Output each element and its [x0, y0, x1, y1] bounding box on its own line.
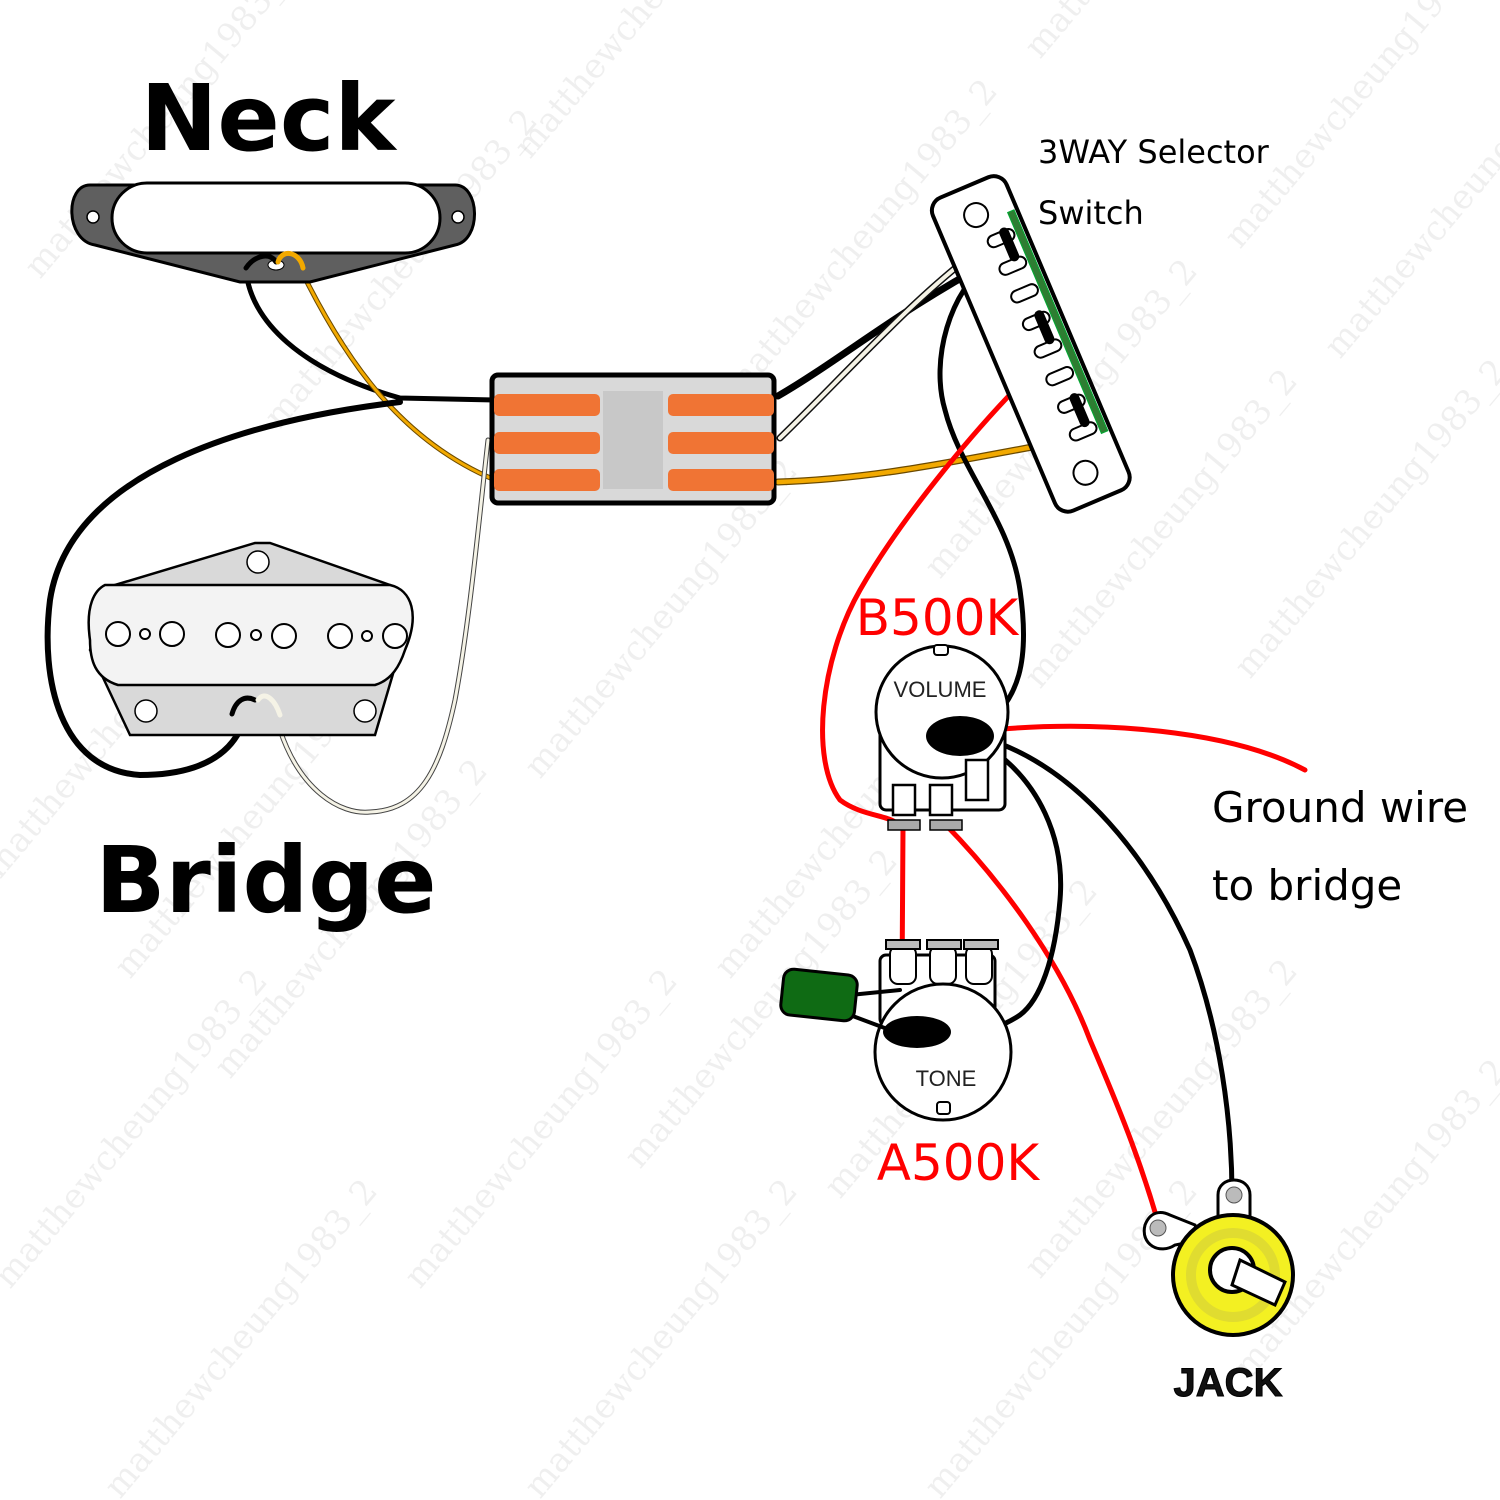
pot-notch — [936, 1101, 951, 1115]
jack-lug-hole — [1225, 1186, 1243, 1204]
output-jack[interactable]: JACK — [1142, 1178, 1295, 1406]
lever — [668, 469, 774, 491]
selector-label-line2: Switch — [1038, 194, 1144, 232]
mount-hole — [86, 210, 100, 224]
capacitor-body — [779, 967, 859, 1023]
mount-hole — [246, 550, 270, 574]
watermark: matthewcheung1983_2 — [1016, 0, 1306, 66]
bridge-lead-white — [255, 693, 283, 718]
lever-connector[interactable] — [489, 372, 777, 506]
mount-hole — [963, 202, 990, 229]
capacitor — [779, 967, 902, 1032]
mount-hole — [134, 699, 158, 723]
lever — [668, 432, 774, 454]
pot-dial — [874, 644, 1010, 780]
lever — [668, 394, 774, 416]
neck-lead-yellow — [275, 251, 306, 271]
wires — [44, 236, 1308, 1225]
switch-contact — [1069, 393, 1090, 428]
ground-wire-to-bridge — [987, 723, 1308, 773]
neck-label: Neck — [140, 65, 397, 172]
watermark: matthewcheung1983_2 — [0, 962, 276, 1296]
watermark: matthewcheung1983_2 — [506, 0, 796, 166]
neck-pickup[interactable] — [70, 181, 476, 284]
solder-blob — [926, 716, 994, 756]
jack-label: JACK — [1174, 1361, 1283, 1405]
selector-switch[interactable] — [928, 172, 1134, 516]
neck-hot-wire — [298, 266, 497, 482]
pot-lugs — [891, 758, 990, 817]
pot-notch — [933, 644, 949, 656]
tone-pot-label: TONE — [916, 1066, 977, 1091]
tone-pot[interactable]: TONE — [779, 939, 1013, 1122]
switch-contact — [1034, 310, 1055, 345]
solder-blob — [883, 1016, 951, 1048]
volume-pot[interactable]: VOLUME — [874, 644, 1010, 831]
volume-pot-label: VOLUME — [894, 677, 987, 702]
labels: Neck Bridge 3WAY Selector Switch B500K A… — [95, 65, 1468, 1192]
mount-hole — [353, 699, 377, 723]
bridge-label: Bridge — [95, 827, 436, 934]
switch-pcb-strip — [1006, 209, 1109, 435]
bridge-lead-black — [229, 695, 258, 717]
pot-lug-tip — [929, 819, 963, 831]
volume-to-jack-ground-wire — [987, 737, 1235, 1198]
watermark: matthewcheung1983_2 — [1226, 1052, 1500, 1386]
capacitor-lead — [848, 988, 902, 997]
neck-pickup-cover — [110, 181, 442, 255]
connector-to-switch-black — [774, 258, 994, 400]
mount-hole — [1072, 459, 1099, 486]
jack-lug-hole — [1149, 1219, 1167, 1237]
bridge-hot-wire — [278, 438, 490, 814]
jack-tip-spring — [1230, 1257, 1287, 1308]
volume-to-jack-wire — [941, 820, 1161, 1225]
pot-lug-tip — [887, 819, 921, 831]
bridge-pickup[interactable] — [87, 541, 414, 737]
ground-label-line1: Ground wire — [1212, 783, 1468, 832]
ground-label-line2: to bridge — [1212, 861, 1402, 910]
volume-value-label: B500K — [856, 589, 1020, 647]
pole-pieces — [105, 621, 408, 649]
mount-hole — [451, 210, 465, 224]
switch-output-wire — [820, 352, 1053, 825]
connector-levers — [494, 394, 774, 491]
watermark: matthewcheung1983_2 — [516, 1172, 806, 1500]
jack-insulator — [1186, 1228, 1280, 1322]
tone-value-label: A500K — [877, 1134, 1041, 1192]
pot-lugs — [885, 939, 999, 985]
connector-center — [603, 391, 663, 489]
switch-ground-wire — [937, 259, 1027, 733]
watermark: matthewcheung1983_2 — [96, 1172, 386, 1500]
selector-label-line1: 3WAY Selector — [1038, 133, 1270, 171]
bridge-ground-wire — [44, 399, 403, 778]
neck-lead-black — [243, 253, 279, 271]
switch-contact — [999, 227, 1020, 262]
pot-dial — [873, 982, 1013, 1122]
lever — [494, 394, 600, 416]
lever — [494, 432, 600, 454]
lever — [494, 469, 600, 491]
capacitor-lead — [848, 1013, 892, 1032]
